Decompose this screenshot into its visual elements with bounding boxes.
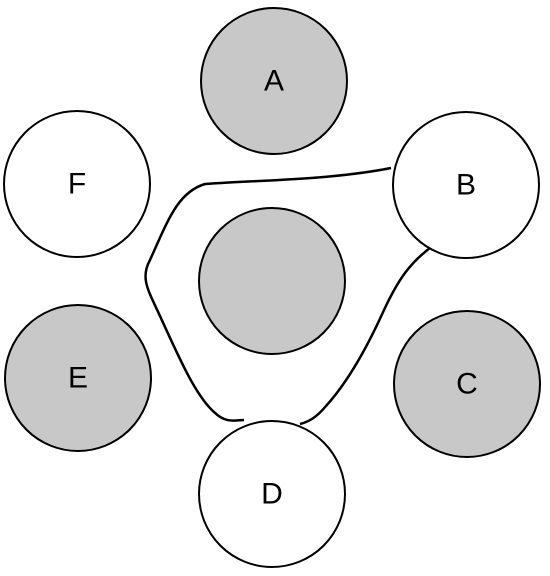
node-d-label: D <box>261 478 283 511</box>
node-a: A <box>200 7 348 155</box>
node-d-circle <box>198 420 346 568</box>
node-d: D <box>198 420 346 568</box>
node-a-label: A <box>264 65 284 98</box>
boundary-curve <box>144 166 435 426</box>
node-e: E <box>4 304 152 452</box>
node-e-circle <box>4 304 152 452</box>
node-b: B <box>392 111 540 259</box>
node-center <box>198 207 346 355</box>
node-a-circle <box>200 7 348 155</box>
node-c-circle <box>393 310 541 458</box>
node-f-circle <box>3 110 151 258</box>
node-c: C <box>393 310 541 458</box>
node-b-label: B <box>456 169 476 202</box>
node-c-label: C <box>456 368 478 401</box>
node-center-circle <box>198 207 346 355</box>
node-f-label: F <box>68 168 86 201</box>
node-e-label: E <box>68 362 88 395</box>
node-f: F <box>3 110 151 258</box>
node-b-circle <box>392 111 540 259</box>
